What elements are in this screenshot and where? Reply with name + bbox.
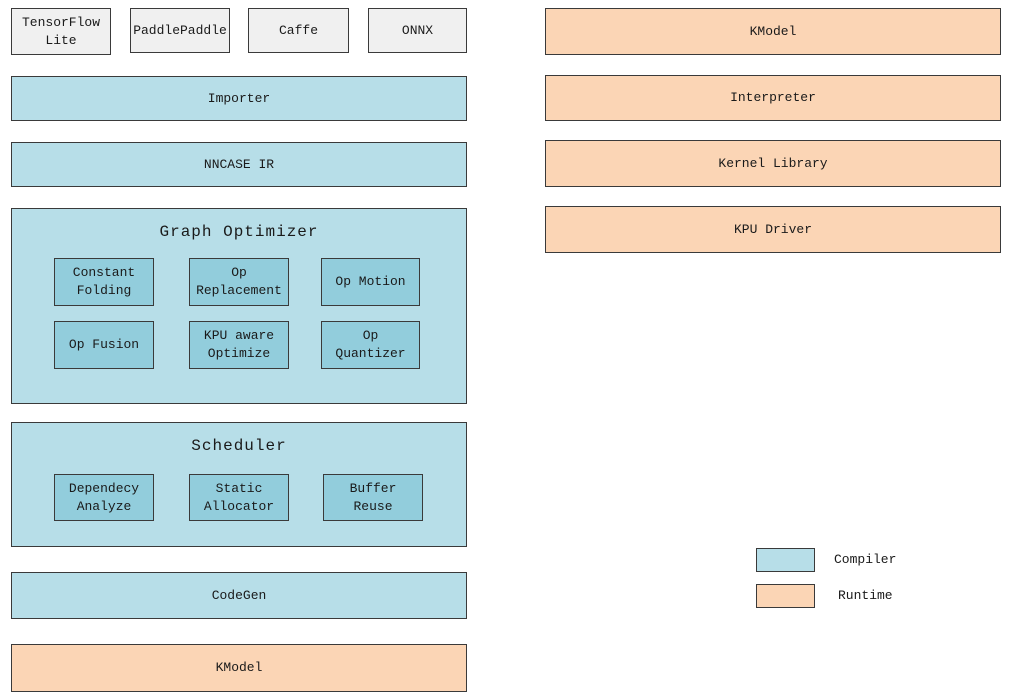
runtime-kernel-library-box: Kernel Library [545,140,1001,187]
codegen-box: CodeGen [11,572,467,619]
pass-box-op-replacement: Op Replacement [189,258,289,306]
runtime-interpreter-box: Interpreter [545,75,1001,121]
legend-runtime-swatch [756,584,815,608]
pass-box-constant-folding: Constant Folding [54,258,154,306]
source-box-paddlepaddle: PaddlePaddle [130,8,230,53]
importer-box: Importer [11,76,467,121]
legend-compiler-label: Compiler [834,552,897,567]
pass-box-op-quantizer: Op Quantizer [321,321,420,369]
graph-optimizer-box: Graph Optimizer Constant Folding Op Repl… [11,208,467,404]
kmodel-output-box: KModel [11,644,467,692]
scheduler-title: Scheduler [191,437,287,455]
runtime-kpu-driver-box: KPU Driver [545,206,1001,253]
legend-runtime-label: Runtime [838,588,893,603]
nncase-ir-box: NNCASE IR [11,142,467,187]
pass-box-static-allocator: Static Allocator [189,474,289,521]
pass-box-kpu-aware-optimize: KPU aware Optimize [189,321,289,369]
scheduler-box: Scheduler Dependecy Analyze Static Alloc… [11,422,467,547]
pass-box-buffer-reuse: Buffer Reuse [323,474,423,521]
pass-box-op-fusion: Op Fusion [54,321,154,369]
source-box-caffe: Caffe [248,8,349,53]
source-box-onnx: ONNX [368,8,467,53]
pass-box-dependecy-analyze: Dependecy Analyze [54,474,154,521]
runtime-kmodel-box: KModel [545,8,1001,55]
graph-optimizer-title: Graph Optimizer [159,223,319,241]
legend-compiler-swatch [756,548,815,572]
source-box-tensorflow-lite: TensorFlow Lite [11,8,111,55]
pass-box-op-motion: Op Motion [321,258,420,306]
